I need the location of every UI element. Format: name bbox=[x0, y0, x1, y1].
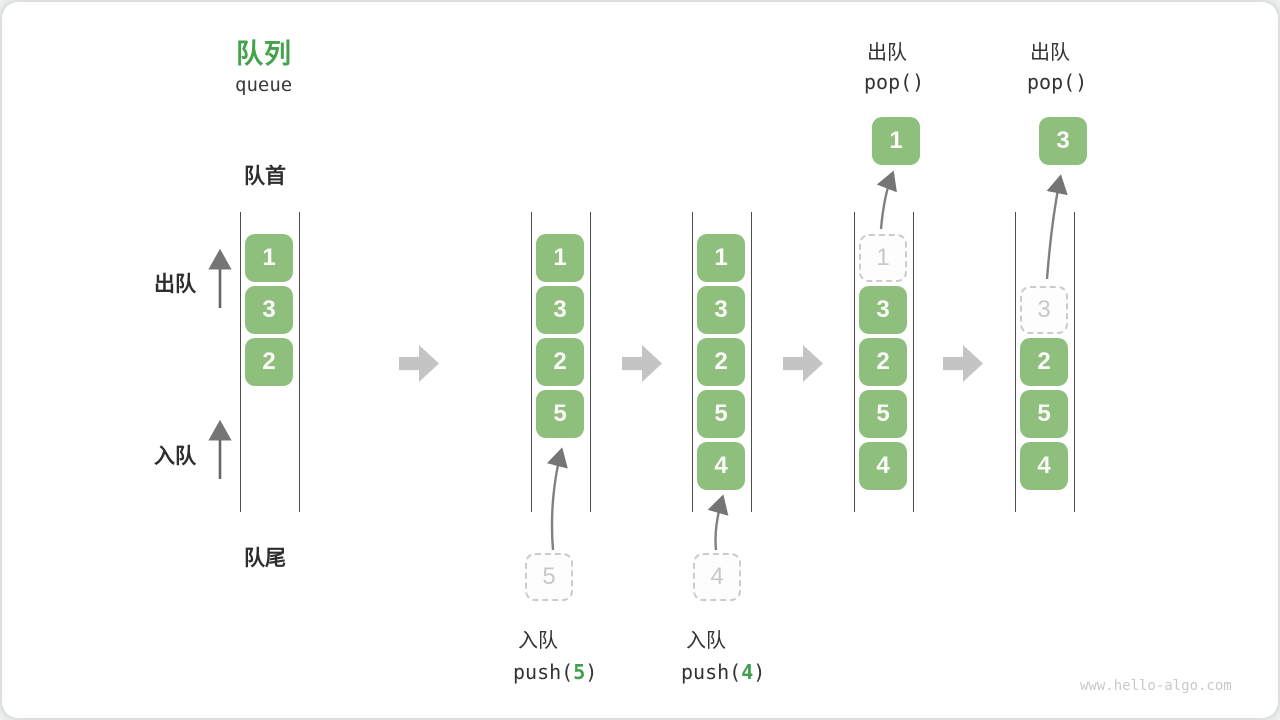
queue-element-solid: 3 bbox=[245, 286, 293, 334]
code-text: push( bbox=[681, 660, 742, 684]
dequeue-side-label: 出队 bbox=[154, 273, 196, 296]
transition-arrow-icon bbox=[399, 345, 439, 382]
dequeue-op-label: 出队 bbox=[867, 42, 907, 64]
pending-enqueue-box: 5 bbox=[525, 553, 573, 601]
code-text: ) bbox=[585, 660, 598, 684]
queue-element-solid: 5 bbox=[697, 390, 745, 438]
enqueue-side-label: 入队 bbox=[154, 445, 196, 468]
dequeue-op-code: pop() bbox=[1027, 70, 1088, 94]
dequeue-op-code: pop() bbox=[864, 70, 925, 94]
queue-element-solid: 2 bbox=[536, 338, 584, 386]
pending-enqueue-box: 4 bbox=[693, 553, 741, 601]
queue-element-solid: 3 bbox=[536, 286, 584, 334]
queue-element-solid: 2 bbox=[245, 338, 293, 386]
transition-arrow-icon bbox=[622, 345, 662, 382]
queue-element-solid: 1 bbox=[536, 234, 584, 282]
queue-element-solid: 4 bbox=[859, 442, 907, 490]
code-arg: 5 bbox=[573, 660, 586, 684]
queue-element-solid: 1 bbox=[697, 234, 745, 282]
watermark: www.hello-algo.com bbox=[1080, 678, 1232, 694]
queue-element-solid: 4 bbox=[697, 442, 745, 490]
queue-element-solid: 1 bbox=[245, 234, 293, 282]
queue-element-dashed: 3 bbox=[1020, 286, 1068, 334]
diagram-title-zh: 队列 bbox=[236, 39, 292, 69]
queue-rear-label: 队尾 bbox=[244, 547, 286, 570]
dequeue-op-label: 出队 bbox=[1030, 42, 1070, 64]
queue-element-dashed: 1 bbox=[859, 234, 907, 282]
queue-element-solid: 2 bbox=[697, 338, 745, 386]
queue-element-solid: 2 bbox=[1020, 338, 1068, 386]
code-arg: 4 bbox=[741, 660, 754, 684]
queue-element-solid: 5 bbox=[859, 390, 907, 438]
enqueue-op-label: 入队 bbox=[518, 630, 558, 652]
queue-element-solid: 3 bbox=[859, 286, 907, 334]
queue-front-label: 队首 bbox=[244, 165, 286, 188]
queue-element-solid: 5 bbox=[1020, 390, 1068, 438]
queue-element-solid: 3 bbox=[697, 286, 745, 334]
transition-arrow-icon bbox=[943, 345, 983, 382]
queue-element-solid: 5 bbox=[536, 390, 584, 438]
code-text: push( bbox=[513, 660, 574, 684]
enqueue-op-label: 入队 bbox=[686, 630, 726, 652]
popped-element-box: 3 bbox=[1039, 117, 1087, 165]
enqueue-op-code: push(5) bbox=[513, 660, 597, 684]
diagram-title-en: queue bbox=[235, 74, 293, 96]
queue-element-solid: 2 bbox=[859, 338, 907, 386]
popped-element-box: 1 bbox=[872, 117, 920, 165]
code-text: ) bbox=[753, 660, 766, 684]
transition-arrow-icon bbox=[783, 345, 823, 382]
queue-element-solid: 4 bbox=[1020, 442, 1068, 490]
enqueue-op-code: push(4) bbox=[681, 660, 765, 684]
